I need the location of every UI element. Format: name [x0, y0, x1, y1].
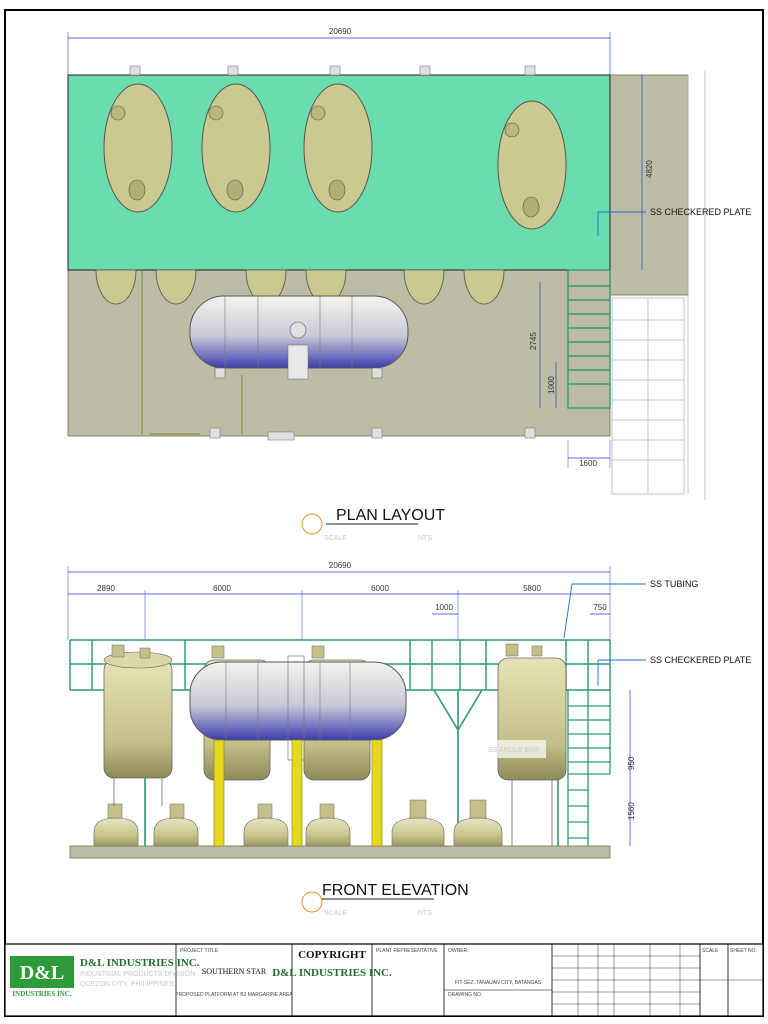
copyright-company: D&L INDUSTRIES INC. [272, 967, 392, 979]
plan-callout-leader [597, 211, 646, 236]
title-block: D&L INDUSTRIES INC. D&L INDUSTRIES INC. … [4, 943, 764, 1017]
elev-dim-750: 750 [593, 603, 607, 612]
elev-lower-kettles [93, 817, 503, 847]
plan-dim-stair-width: 1600 [579, 459, 597, 468]
plan-layout: 20690 4820 [67, 27, 751, 542]
elev-callout-tubing: SS TUBING [650, 579, 698, 589]
elev-ground [69, 845, 611, 859]
elev-scale-note: SCALE [324, 910, 347, 917]
plan-dim-stair-1000: 1000 [547, 376, 556, 394]
elev-tank-4 [497, 643, 567, 781]
company-logo [10, 956, 74, 988]
company-line3: QUEZON CITY, PHILIPPINES [80, 981, 174, 988]
plan-tank-2 [201, 83, 271, 213]
plan-callout-plate: SS CHECKERED PLATE [650, 207, 751, 217]
front-elevation: 20690 2890 6000 6000 5800 1000 750 [67, 561, 751, 917]
company-line2: INDUSTRIAL PRODUCTS DIVISION [80, 971, 195, 978]
plan-staircase [567, 269, 611, 409]
company-name: D&L INDUSTRIES INC. [80, 957, 200, 969]
elev-dim-6000b: 6000 [371, 584, 389, 593]
plan-nts: NTS [418, 535, 432, 542]
owner-location: FIT-SEZ, TANAUAN CITY, BATANGAS [455, 980, 542, 986]
plan-dim-stair-height: 2745 [529, 332, 538, 350]
elev-callout-plate-leader [597, 659, 646, 686]
sheet-label: SHEET NO. [730, 948, 757, 954]
scale-label: SCALE [702, 948, 719, 954]
owner-label: OWNER: [448, 948, 469, 954]
elev-dim-5800: 5800 [523, 584, 541, 593]
project-title-label: PROJECT TITLE [180, 948, 219, 954]
plan-tank-3 [303, 83, 373, 213]
plan-horizontal-vessel [189, 295, 409, 380]
revision-grid [552, 944, 763, 1016]
plan-title-marker [301, 513, 323, 535]
project-desc: PROPOSED PLATFORM AT B2 MARGARINE AREA [175, 992, 293, 998]
elev-kettle-motors [107, 799, 487, 819]
elev-callout-tubing-leader [563, 583, 646, 639]
logo-text: D&L [20, 962, 64, 984]
plan-piping [141, 270, 243, 435]
logo-sub: INDUSTRIES INC. [12, 990, 71, 998]
plant-rep-label: PLANT REPRESENTATIVE [376, 948, 438, 954]
elev-dim-6000a: 6000 [213, 584, 231, 593]
elev-callout-angle: SS ANGLE BAR [488, 747, 539, 754]
plan-building-stair [611, 70, 706, 500]
plan-scale-note: SCALE [324, 535, 347, 542]
plan-dim-overall: 20690 [329, 27, 352, 36]
elev-title-marker [301, 891, 323, 913]
drawing-no-label: DRAWING NO. [448, 992, 482, 998]
elev-dim-1560: 1560 [627, 802, 636, 820]
plan-dim-side: 4820 [645, 160, 654, 178]
elev-yellow-supports [213, 739, 383, 847]
elev-dim-2890: 2890 [97, 584, 115, 593]
elev-dim-overall: 20690 [329, 561, 352, 570]
plan-title: PLAN LAYOUT [336, 507, 445, 524]
elev-tank-legs [113, 778, 553, 846]
plan-supports [129, 65, 536, 441]
plan-side-area [609, 74, 689, 296]
elev-title: FRONT ELEVATION [322, 882, 469, 899]
plan-tank-1 [103, 83, 173, 213]
elev-staircase [567, 690, 611, 846]
project-name: SOUTHERN STAR [202, 967, 267, 976]
copyright-label: COPYRIGHT [298, 949, 367, 961]
elev-dim-upper: 950 [627, 756, 636, 770]
elev-callout-plate: SS CHECKERED PLATE [650, 655, 751, 665]
plan-tank-4 [497, 100, 567, 230]
elev-tank-1 [103, 644, 173, 779]
elev-nts: NTS [418, 910, 432, 917]
elev-dim-1000: 1000 [435, 603, 453, 612]
